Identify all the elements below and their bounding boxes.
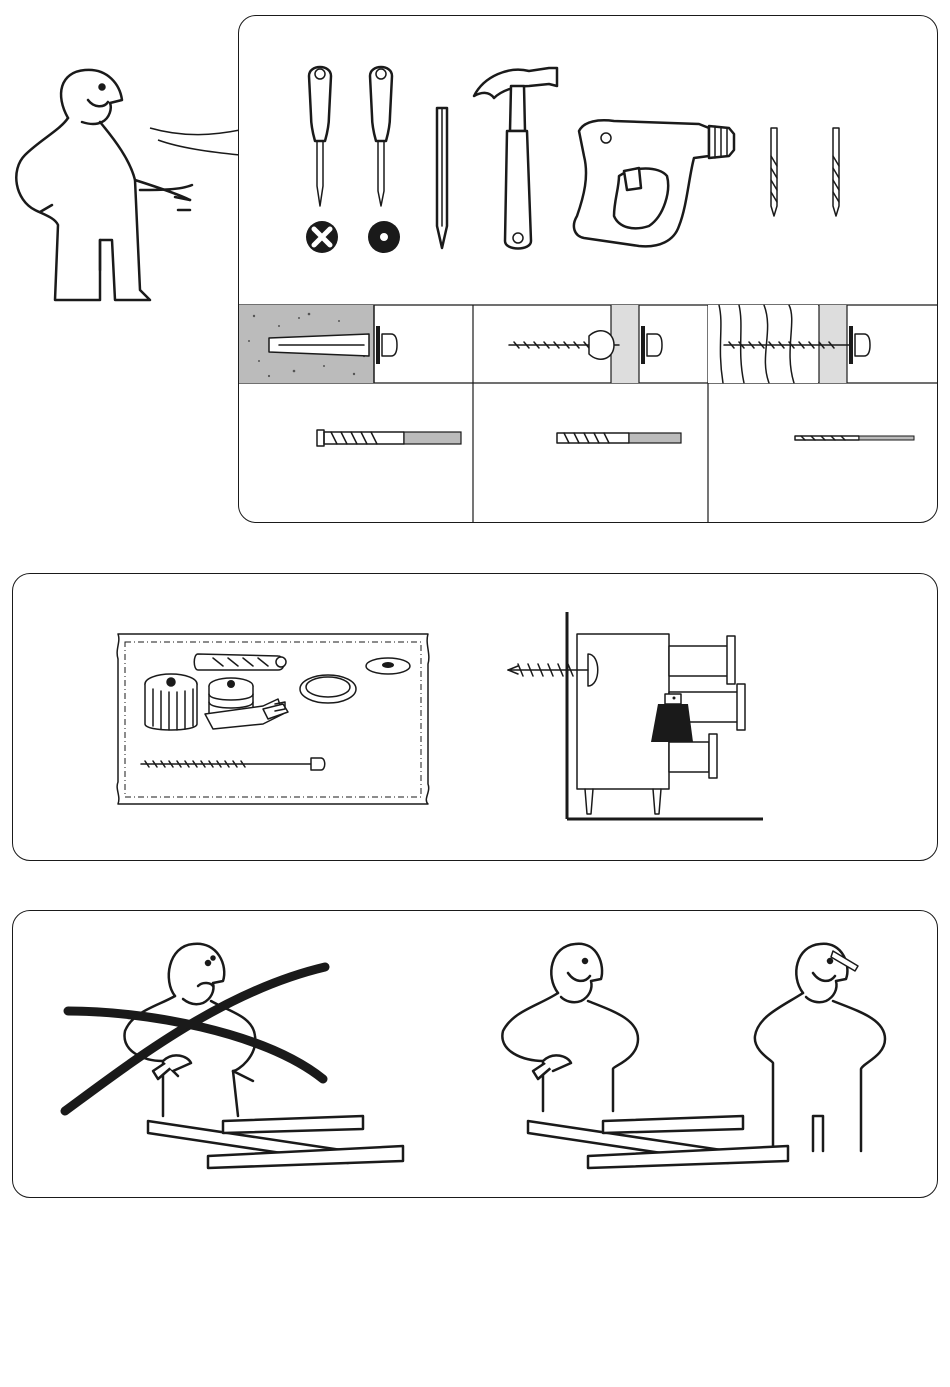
cam-lock bbox=[145, 674, 197, 730]
wood-bit bbox=[795, 436, 914, 440]
anchor-diagram bbox=[508, 612, 763, 819]
tools-panel bbox=[238, 15, 938, 523]
hardware-panel bbox=[12, 573, 938, 861]
drill-icon bbox=[574, 120, 734, 246]
drill-bit-icon bbox=[771, 128, 777, 216]
hollow-wall bbox=[509, 305, 662, 383]
one-person-assembly bbox=[65, 944, 403, 1168]
wood-wall bbox=[708, 305, 870, 383]
drill-bit-icon bbox=[833, 128, 839, 216]
wall-plug bbox=[194, 654, 286, 670]
people-panel bbox=[12, 910, 938, 1198]
hammer-icon bbox=[474, 68, 557, 249]
pencil-icon bbox=[437, 108, 447, 248]
concrete-bit bbox=[557, 433, 681, 443]
screwdriver-flat-icon bbox=[368, 67, 400, 253]
masonry-bit bbox=[317, 430, 461, 446]
cap bbox=[300, 675, 356, 703]
two-person-assembly bbox=[502, 944, 885, 1168]
screwdriver-cross-icon bbox=[306, 67, 338, 253]
ikea-man-pointing bbox=[0, 0, 240, 310]
washer bbox=[366, 658, 410, 674]
concrete-wall bbox=[239, 305, 397, 383]
